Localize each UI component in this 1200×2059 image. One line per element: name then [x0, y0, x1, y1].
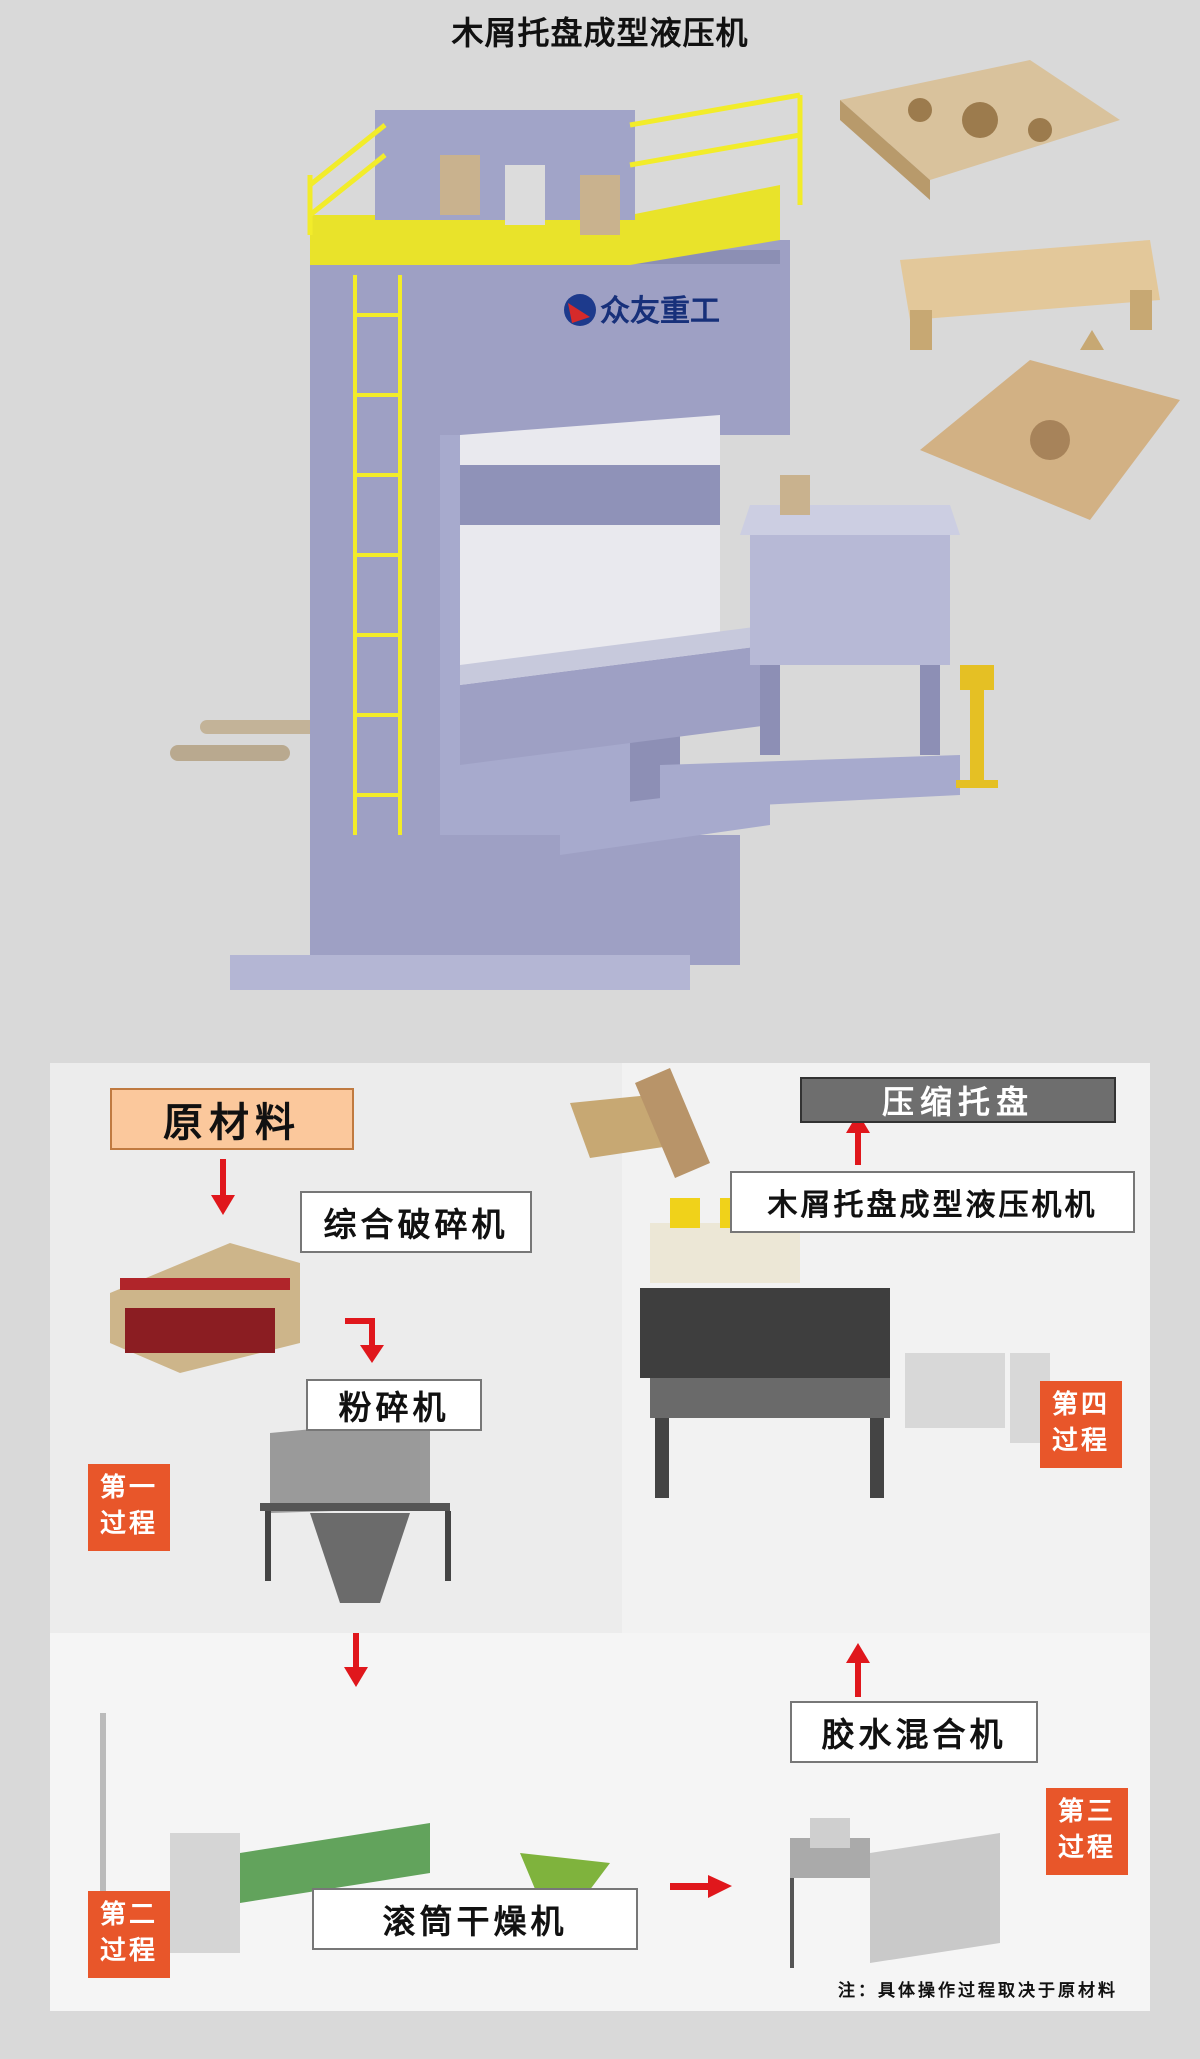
stage-4-badge: 第四 过程	[1040, 1381, 1122, 1468]
stage-3-badge: 第三 过程	[1046, 1788, 1128, 1875]
crusher-label: 综合破碎机	[300, 1191, 532, 1253]
stage-2-line2: 过程	[99, 1936, 158, 1966]
arrow-raw-to-crusher	[211, 1159, 235, 1215]
page-title: 木屑托盘成型液压机	[451, 14, 749, 52]
process-flow-panel: 原材料 综合破碎机 粉碎机 第一 过程 滚筒干燥机 第二 过程 胶水混合机 第三…	[50, 1063, 1150, 2011]
stage-1-line1: 第一	[99, 1473, 158, 1503]
glue-mixer-label: 胶水混合机	[790, 1701, 1038, 1763]
pallet-product-images	[840, 60, 1180, 520]
footnote: 注：具体操作过程取决于原材料	[838, 1981, 1118, 2001]
stage-1-badge: 第一 过程	[88, 1464, 170, 1551]
compressed-pallet-box: 压缩托盘	[800, 1077, 1116, 1123]
stage-3-line2: 过程	[1057, 1833, 1116, 1863]
arrow-pulverizer-to-dryer	[344, 1633, 368, 1687]
stage-3-line1: 第三	[1057, 1797, 1116, 1827]
arrow-mixer-to-press	[846, 1643, 870, 1697]
press-label: 木屑托盘成型液压机机	[730, 1171, 1135, 1233]
hydraulic-press-illustration: 众友重工	[170, 92, 998, 990]
stage-4-line2: 过程	[1051, 1426, 1110, 1456]
dryer-label: 滚筒干燥机	[312, 1888, 638, 1950]
raw-material-box: 原材料	[110, 1088, 354, 1150]
brand-logo-text: 众友重工	[600, 294, 720, 329]
arrow-press-to-pallet	[846, 1113, 870, 1165]
stage-1-line2: 过程	[99, 1509, 158, 1539]
pulverizer-label: 粉碎机	[306, 1379, 482, 1431]
arrow-crusher-to-pulverizer	[345, 1318, 384, 1363]
stage-4-line1: 第四	[1051, 1390, 1110, 1420]
arrow-dryer-to-mixer	[670, 1875, 732, 1898]
stage-2-line1: 第二	[99, 1900, 158, 1930]
stage-2-badge: 第二 过程	[88, 1891, 170, 1978]
